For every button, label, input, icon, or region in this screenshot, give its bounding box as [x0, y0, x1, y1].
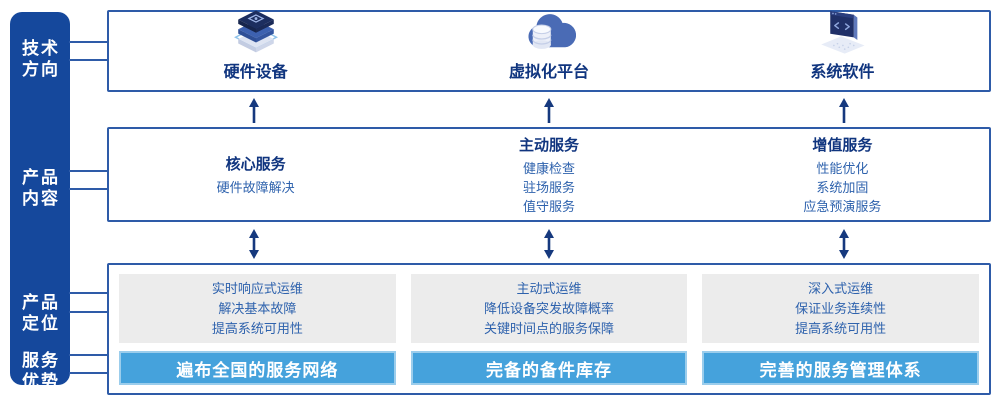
bottom-column-realtime: 实时响应式运维 解决基本故障 提高系统可用性 遍布全国的服务网络 — [119, 274, 396, 385]
sidebar-label-line: 产品 — [22, 293, 60, 312]
bottom-column-proactive: 主动式运维 降低设备突发故障概率 关键时间点的服务保障 完备的备件库存 — [410, 274, 688, 385]
positioning-line: 实时响应式运维 — [211, 280, 303, 296]
positioning-panel: 实时响应式运维 解决基本故障 提高系统可用性 — [119, 274, 396, 343]
positioning-panel: 深入式运维 保证业务连续性 提高系统可用性 — [702, 274, 980, 343]
service-column-title: 核心服务 — [225, 155, 286, 173]
double-arrow-icon — [696, 227, 991, 261]
service-column-proactive: 主动服务 健康检查 驻场服务 值守服务 — [402, 129, 695, 220]
hardware-stack-icon — [229, 7, 283, 55]
sidebar-label-tech-direction: 技术 方向 — [10, 38, 70, 80]
up-arrow-icon — [696, 95, 991, 125]
sidebar-label-line: 产品 — [22, 168, 60, 187]
positioning-advantage-box: 实时响应式运维 解决基本故障 提高系统可用性 遍布全国的服务网络 主动式运维 降… — [107, 263, 991, 395]
positioning-line: 提高系统可用性 — [795, 320, 887, 336]
tech-item-virtualization: 虚拟化平台 — [402, 12, 695, 90]
positioning-line: 关键时间点的服务保障 — [484, 320, 615, 336]
service-column-title: 增值服务 — [812, 136, 873, 154]
advantage-bar: 遍布全国的服务网络 — [119, 351, 396, 385]
double-arrow-row — [107, 227, 991, 261]
positioning-line: 提高系统可用性 — [211, 320, 303, 336]
sidebar-label-line: 服务 — [22, 351, 60, 370]
code-window-icon — [814, 7, 870, 55]
up-arrow-icon — [107, 95, 402, 125]
sidebar-label-line: 方向 — [22, 60, 60, 79]
tech-direction-box: 硬件设备 虚拟化平台 — [107, 10, 991, 92]
sidebar-label-service-advantage: 服务 优势 — [10, 350, 70, 392]
positioning-line: 保证业务连续性 — [795, 300, 887, 316]
double-arrow-icon — [107, 227, 402, 261]
sidebar-label-product-positioning: 产品 定位 — [10, 292, 70, 334]
double-arrow-icon — [402, 227, 697, 261]
positioning-line: 降低设备突发故障概率 — [484, 300, 615, 316]
up-arrow-row — [107, 95, 991, 125]
connector-line — [69, 170, 108, 172]
positioning-line: 解决基本故障 — [218, 300, 297, 316]
sidebar-label-product-content: 产品 内容 — [10, 167, 70, 209]
tech-item-label: 系统软件 — [810, 64, 875, 81]
service-item: 健康检查 — [522, 160, 575, 176]
tech-item-hardware: 硬件设备 — [109, 10, 402, 90]
connector-line — [69, 372, 108, 374]
tech-item-label: 硬件设备 — [223, 64, 288, 81]
service-item: 性能优化 — [816, 160, 869, 176]
advantage-bar: 完备的备件库存 — [410, 351, 688, 385]
sidebar: 技术 方向 产品 内容 产品 定位 服务 优势 — [10, 12, 70, 391]
sidebar-label-line: 优势 — [22, 372, 60, 391]
advantage-bar: 完善的服务管理体系 — [702, 351, 980, 385]
product-content-box: 核心服务 硬件故障解决 主动服务 健康检查 驻场服务 值守服务 增值服务 性能优… — [107, 127, 991, 222]
service-column-value-added: 增值服务 性能优化 系统加固 应急预演服务 — [696, 129, 989, 220]
connector-line — [69, 292, 108, 294]
connector-line — [69, 354, 108, 356]
up-arrow-icon — [402, 95, 697, 125]
bottom-column-indepth: 深入式运维 保证业务连续性 提高系统可用性 完善的服务管理体系 — [702, 274, 980, 385]
service-item: 驻场服务 — [522, 179, 575, 195]
service-item: 值守服务 — [522, 198, 575, 214]
service-item: 硬件故障解决 — [216, 179, 295, 195]
cloud-database-icon — [522, 9, 576, 55]
connector-line — [69, 188, 108, 190]
sidebar-label-line: 定位 — [22, 314, 60, 333]
positioning-line: 主动式运维 — [516, 280, 582, 296]
positioning-panel: 主动式运维 降低设备突发故障概率 关键时间点的服务保障 — [410, 274, 688, 343]
positioning-line: 深入式运维 — [808, 280, 874, 296]
tech-item-label: 虚拟化平台 — [508, 64, 589, 81]
service-item: 系统加固 — [816, 179, 869, 195]
sidebar-label-line: 技术 — [22, 39, 60, 58]
service-column-core: 核心服务 硬件故障解决 — [109, 129, 402, 220]
sidebar-label-line: 内容 — [22, 189, 60, 208]
connector-line — [69, 41, 108, 43]
connector-line — [69, 59, 108, 61]
service-column-title: 主动服务 — [518, 136, 579, 154]
tech-item-system-software: 系统软件 — [696, 11, 989, 90]
connector-line — [69, 311, 108, 313]
service-item: 应急预演服务 — [803, 198, 882, 214]
